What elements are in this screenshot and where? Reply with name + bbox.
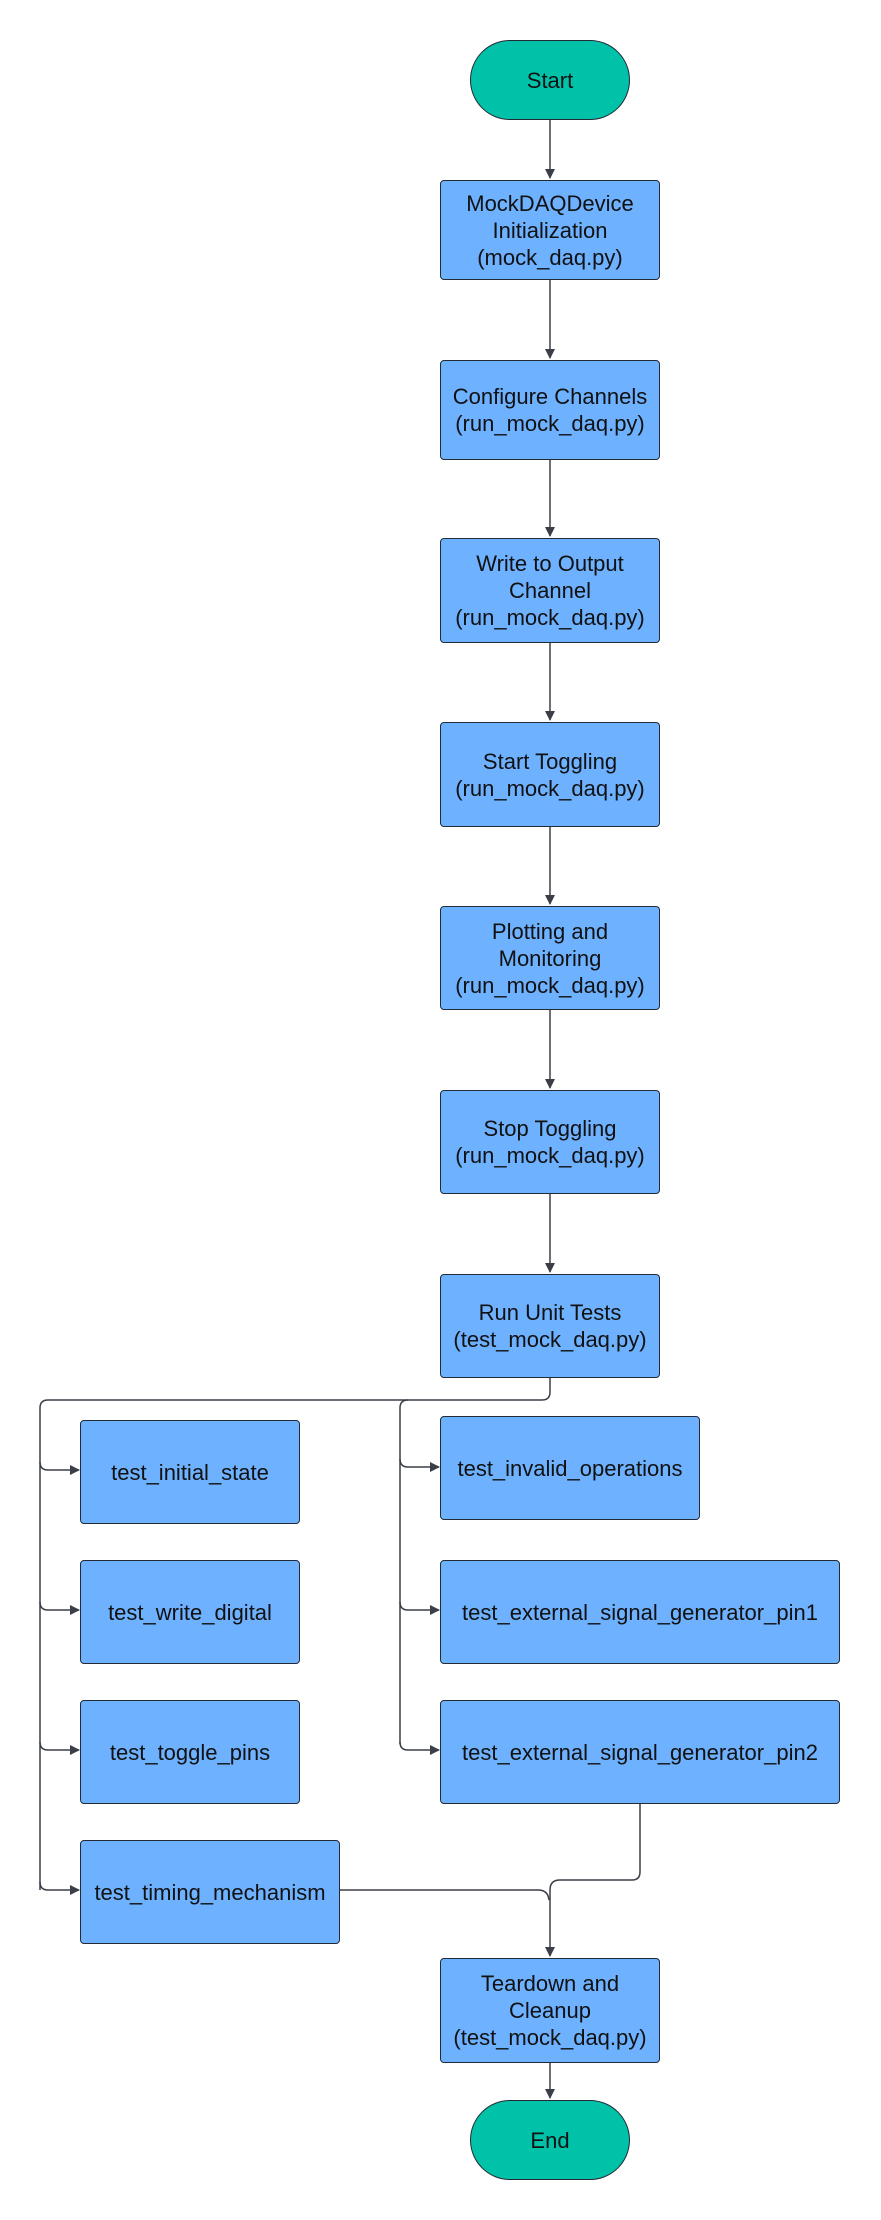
test-initial-state: test_initial_state	[80, 1420, 300, 1524]
step-plotting-monitoring-label: Plotting and Monitoring (run_mock_daq.py…	[455, 918, 645, 998]
connector-to-test-ext-pin2	[399, 1741, 440, 1755]
test-initial-state-label: test_initial_state	[111, 1459, 269, 1485]
step-write-output-channel: Write to Output Channel (run_mock_daq.py…	[440, 538, 660, 643]
step-teardown-cleanup-label: Teardown and Cleanup (test_mock_daq.py)	[453, 1971, 647, 2050]
test-toggle-pins-label: test_toggle_pins	[109, 1739, 271, 1765]
test-invalid-operations-label: test_invalid_operations	[457, 1455, 683, 1481]
test-external-signal-generator-pin2-label: test_external_signal_generator_pin2	[462, 1739, 818, 1765]
connector-to-test-initial-state	[39, 1461, 80, 1475]
end-label: End	[530, 2127, 570, 2153]
start-terminal: Start	[470, 40, 630, 120]
step-configure-channels-label: Configure Channels (run_mock_daq.py)	[452, 384, 648, 436]
step-plotting-monitoring: Plotting and Monitoring (run_mock_daq.py…	[440, 906, 660, 1010]
connector-branch-right-column	[399, 1399, 409, 1744]
step-run-unit-tests: Run Unit Tests (test_mock_daq.py)	[440, 1274, 660, 1378]
test-external-signal-generator-pin2: test_external_signal_generator_pin2	[440, 1700, 840, 1804]
connector-ext-pin2-to-teardown	[545, 1804, 641, 1957]
connector-branch-trunk	[39, 1378, 551, 1890]
connector-to-test-invalid-operations	[399, 1458, 440, 1472]
connector-timing-to-teardown	[340, 1889, 550, 1901]
test-external-signal-generator-pin1: test_external_signal_generator_pin1	[440, 1560, 840, 1664]
connector-to-test-timing-mechanism	[39, 1881, 80, 1895]
end-terminal: End	[470, 2100, 630, 2180]
step-start-toggling-label: Start Toggling (run_mock_daq.py)	[455, 748, 645, 801]
test-invalid-operations: test_invalid_operations	[440, 1416, 700, 1520]
step-run-unit-tests-label: Run Unit Tests (test_mock_daq.py)	[453, 1300, 647, 1352]
step-write-output-channel-label: Write to Output Channel (run_mock_daq.py…	[455, 551, 645, 630]
test-toggle-pins: test_toggle_pins	[80, 1700, 300, 1804]
step-configure-channels: Configure Channels (run_mock_daq.py)	[440, 360, 660, 460]
step-stop-toggling-label: Stop Toggling (run_mock_daq.py)	[455, 1116, 645, 1168]
step-teardown-cleanup: Teardown and Cleanup (test_mock_daq.py)	[440, 1958, 660, 2063]
step-stop-toggling: Stop Toggling (run_mock_daq.py)	[440, 1090, 660, 1194]
start-label: Start	[526, 67, 574, 93]
test-external-signal-generator-pin1-label: test_external_signal_generator_pin1	[462, 1599, 818, 1625]
step-start-toggling: Start Toggling (run_mock_daq.py)	[440, 722, 660, 827]
connector-to-test-toggle-pins	[39, 1741, 80, 1755]
test-write-digital: test_write_digital	[80, 1560, 300, 1664]
step-mockdaq-initialization-label: MockDAQDevice Initialization (mock_daq.p…	[466, 190, 634, 270]
connector-to-test-write-digital	[39, 1601, 80, 1615]
test-write-digital-label: test_write_digital	[108, 1599, 272, 1625]
connector-to-test-ext-pin1	[399, 1601, 440, 1615]
step-mockdaq-initialization: MockDAQDevice Initialization (mock_daq.p…	[440, 180, 660, 280]
test-timing-mechanism: test_timing_mechanism	[80, 1840, 340, 1944]
test-timing-mechanism-label: test_timing_mechanism	[94, 1879, 326, 1905]
